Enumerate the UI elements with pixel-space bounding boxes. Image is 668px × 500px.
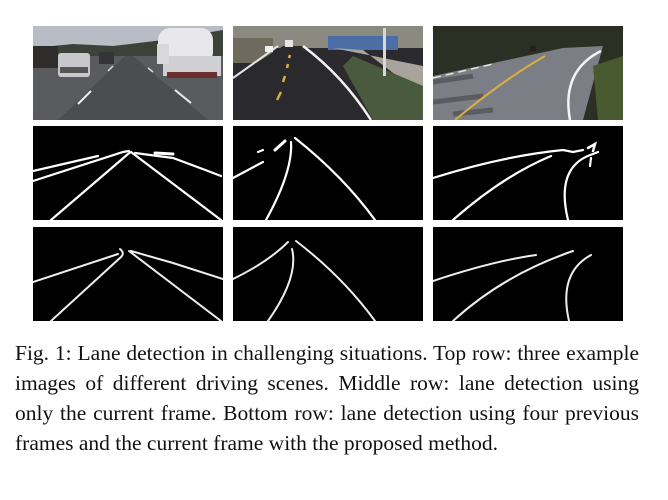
lane-mask-single-frame-2 <box>233 126 423 220</box>
scene-image-rural-road <box>233 26 423 120</box>
lane-mask-single-frame-1 <box>33 126 223 220</box>
figure-caption: Fig. 1: Lane detection in challenging si… <box>15 341 639 455</box>
scene-image-curved-road <box>433 26 623 120</box>
lane-mask-single-frame-3 <box>433 126 623 220</box>
figure-grid <box>33 26 623 321</box>
lane-mask-multi-frame-1 <box>33 227 223 321</box>
lane-mask-multi-frame-2 <box>233 227 423 321</box>
scene-image-highway <box>33 26 223 120</box>
lane-mask-multi-frame-3 <box>433 227 623 321</box>
